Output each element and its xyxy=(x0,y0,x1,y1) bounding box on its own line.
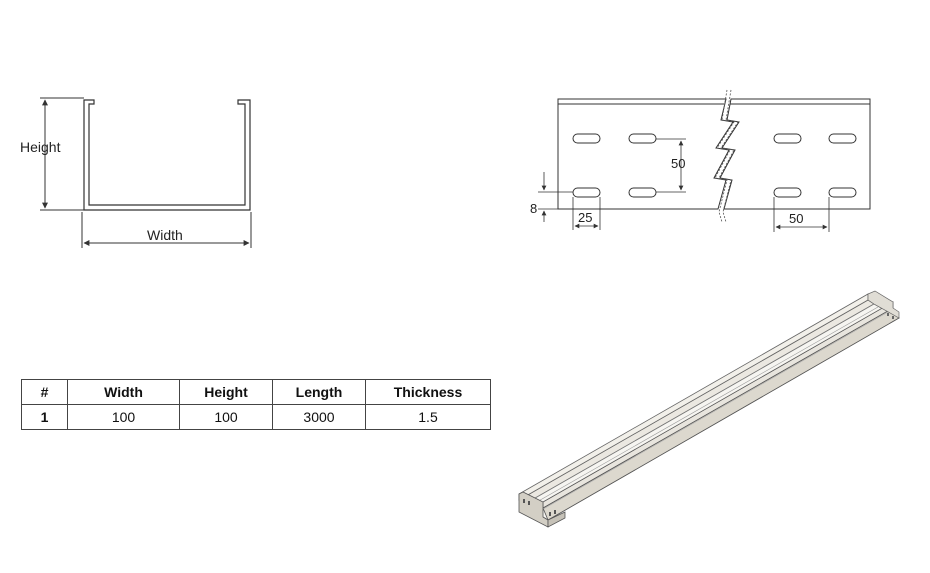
tray-right-wall xyxy=(542,307,900,521)
end-slot xyxy=(523,499,525,503)
end-slot xyxy=(549,512,551,516)
cell-width: 100 xyxy=(67,404,180,430)
slot xyxy=(572,133,601,144)
slot xyxy=(773,133,802,144)
width-label: Width xyxy=(147,227,183,243)
tray-left-flange xyxy=(518,293,869,501)
dim-25-label: 25 xyxy=(578,210,592,225)
slot xyxy=(628,133,657,144)
end-slot xyxy=(887,313,889,316)
cross-section-view: Height Width xyxy=(20,97,252,248)
tray-back-end xyxy=(867,290,900,319)
slot xyxy=(572,187,601,198)
tray-left-wall xyxy=(518,299,875,506)
perforation-view: 50 8 25 50 xyxy=(530,89,871,232)
u-channel-profile xyxy=(83,99,251,211)
slot xyxy=(828,133,857,144)
table-header-row: # Width Height Length Thickness xyxy=(21,379,491,405)
end-slot xyxy=(554,510,556,514)
cell-thickness: 1.5 xyxy=(365,404,491,430)
tray-isometric-render xyxy=(518,290,900,528)
tray-end-face xyxy=(518,491,549,528)
header-length: Length xyxy=(272,379,366,405)
height-label: Height xyxy=(20,139,61,155)
break-line xyxy=(714,89,735,223)
slot xyxy=(828,187,857,198)
header-width: Width xyxy=(67,379,180,405)
end-slot xyxy=(892,316,894,319)
dim-8-label: 8 xyxy=(530,201,537,216)
header-thickness: Thickness xyxy=(365,379,491,405)
table-row: 1 100 100 3000 1.5 xyxy=(21,404,491,430)
tray-right-flange xyxy=(542,301,894,509)
dim-50-horizontal-label: 50 xyxy=(789,211,803,226)
dim-50-vertical-label: 50 xyxy=(671,156,685,171)
side-wall-left xyxy=(557,98,734,210)
side-wall-right xyxy=(719,98,871,210)
tray-end-face-right xyxy=(547,511,566,528)
end-slot xyxy=(528,501,530,505)
slot xyxy=(628,187,657,198)
cell-length: 3000 xyxy=(272,404,366,430)
cell-index: 1 xyxy=(21,404,68,430)
cell-height: 100 xyxy=(179,404,273,430)
header-index: # xyxy=(21,379,68,405)
tray-inner-edge xyxy=(527,306,879,508)
slot xyxy=(773,187,802,198)
tray-inner-edge-2 xyxy=(537,311,889,513)
spec-table: # Width Height Length Thickness 1 100 10… xyxy=(21,379,491,430)
header-height: Height xyxy=(179,379,273,405)
